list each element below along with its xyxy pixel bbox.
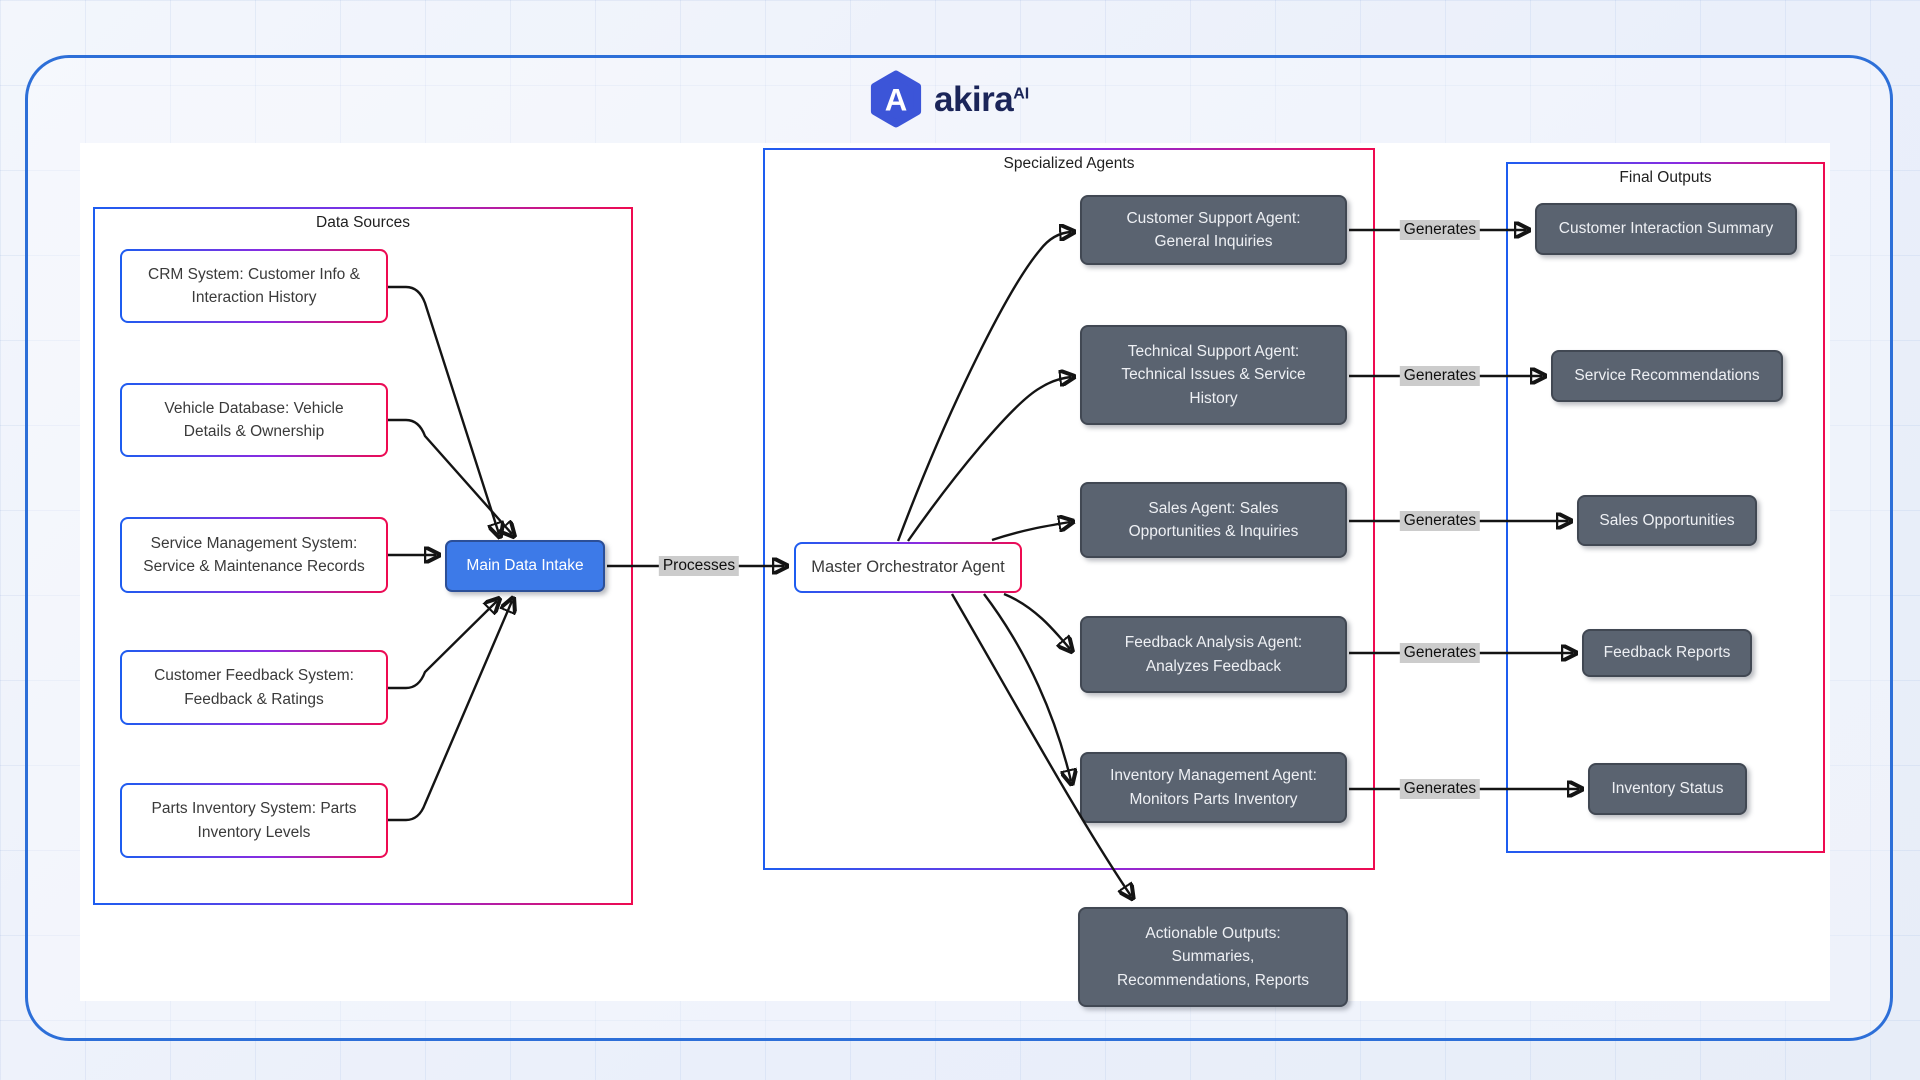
node-customer-feedback: Customer Feedback System: Feedback & Rat… [120,650,388,725]
node-vehicle-database: Vehicle Database: Vehicle Details & Owne… [120,383,388,457]
node-sales-opportunities: Sales Opportunities [1577,495,1757,546]
logo: A akiraAI [868,70,1029,128]
group-title-specialized-agents: Specialized Agents [1003,155,1135,172]
node-customer-support-agent: Customer Support Agent: General Inquirie… [1080,195,1347,265]
svg-text:A: A [885,83,908,118]
edge-label-generates-5: Generates [1399,779,1481,799]
node-service-recommendations: Service Recommendations [1551,350,1783,402]
brand-text: akiraAI [934,79,1030,119]
node-feedback-analysis-agent: Feedback Analysis Agent: Analyzes Feedba… [1080,616,1347,693]
node-sales-agent: Sales Agent: Sales Opportunities & Inqui… [1080,482,1347,558]
node-parts-inventory: Parts Inventory System: Parts Inventory … [120,783,388,858]
node-customer-interaction-summary: Customer Interaction Summary [1535,203,1797,255]
node-master-orchestrator: Master Orchestrator Agent [794,542,1022,593]
edge-label-generates-1: Generates [1399,220,1481,240]
node-service-management: Service Management System: Service & Mai… [120,517,388,593]
edge-label-generates-2: Generates [1399,366,1481,386]
edge-label-processes: Processes [658,556,740,576]
group-title-final-outputs: Final Outputs [1619,169,1712,186]
brand-superscript: AI [1013,84,1030,102]
node-main-data-intake: Main Data Intake [445,540,605,592]
node-technical-support-agent: Technical Support Agent: Technical Issue… [1080,325,1347,425]
node-inventory-status: Inventory Status [1588,763,1747,815]
akira-hexagon-icon: A [870,70,922,128]
edge-label-generates-4: Generates [1399,643,1481,663]
node-actionable-outputs: Actionable Outputs: Summaries, Recommend… [1078,907,1348,1007]
node-inventory-management-agent: Inventory Management Agent: Monitors Par… [1080,752,1347,823]
edge-label-generates-3: Generates [1399,511,1481,531]
group-title-data-sources: Data Sources [316,214,410,231]
node-crm-system: CRM System: Customer Info & Interaction … [120,249,388,323]
node-feedback-reports: Feedback Reports [1582,629,1752,677]
